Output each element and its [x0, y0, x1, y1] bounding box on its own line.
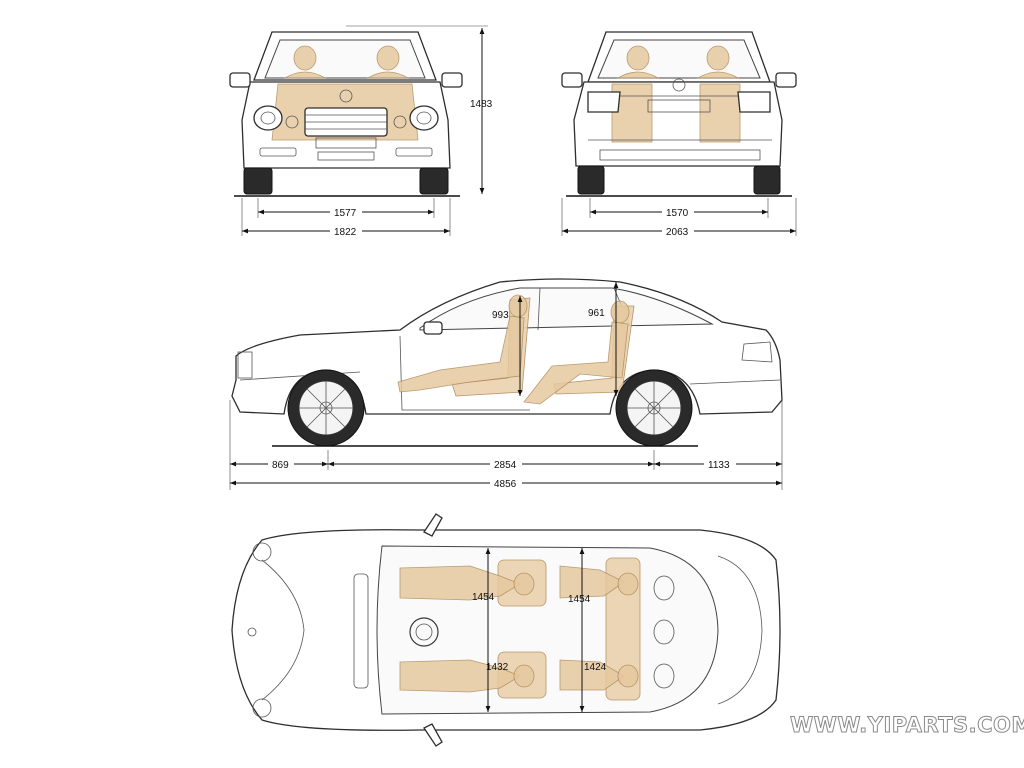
side-view: 993 961 [231, 278, 783, 447]
watermark: WWW.YIPARTS.COM [790, 713, 1024, 737]
front-wheel [287, 369, 365, 447]
rear-shoulder-room-label: 1454 [568, 594, 591, 605]
rear-width-label: 2063 [666, 227, 689, 238]
side-dimensions: 869 2854 1133 4856 [229, 400, 783, 490]
front-occupants [283, 45, 410, 79]
rear-overhang-label: 1133 [708, 460, 730, 471]
front-height-label: 1483 [470, 99, 493, 110]
overall-length-label: 4856 [494, 479, 517, 490]
front-dimensions: 1483 1577 1822 [241, 25, 493, 238]
top-view: 1454 1454 1432 1424 [231, 513, 781, 747]
front-hip-room-label: 1432 [486, 662, 509, 673]
wheelbase-label: 2854 [494, 460, 517, 471]
front-track-label: 1577 [334, 208, 357, 219]
rear-occupants [616, 45, 740, 79]
front-headroom-label: 993 [492, 310, 509, 321]
rear-headroom-label: 961 [588, 308, 605, 319]
front-overhang-label: 869 [272, 460, 289, 471]
front-view [229, 31, 463, 197]
front-width-label: 1822 [334, 227, 357, 238]
rear-track-label: 1570 [666, 208, 689, 219]
rear-hip-room-label: 1424 [584, 662, 607, 673]
front-shoulder-room-label: 1454 [472, 592, 495, 603]
rear-view [561, 31, 797, 197]
rear-dimensions: 1570 2063 [561, 198, 797, 238]
rear-wheel [615, 369, 693, 447]
